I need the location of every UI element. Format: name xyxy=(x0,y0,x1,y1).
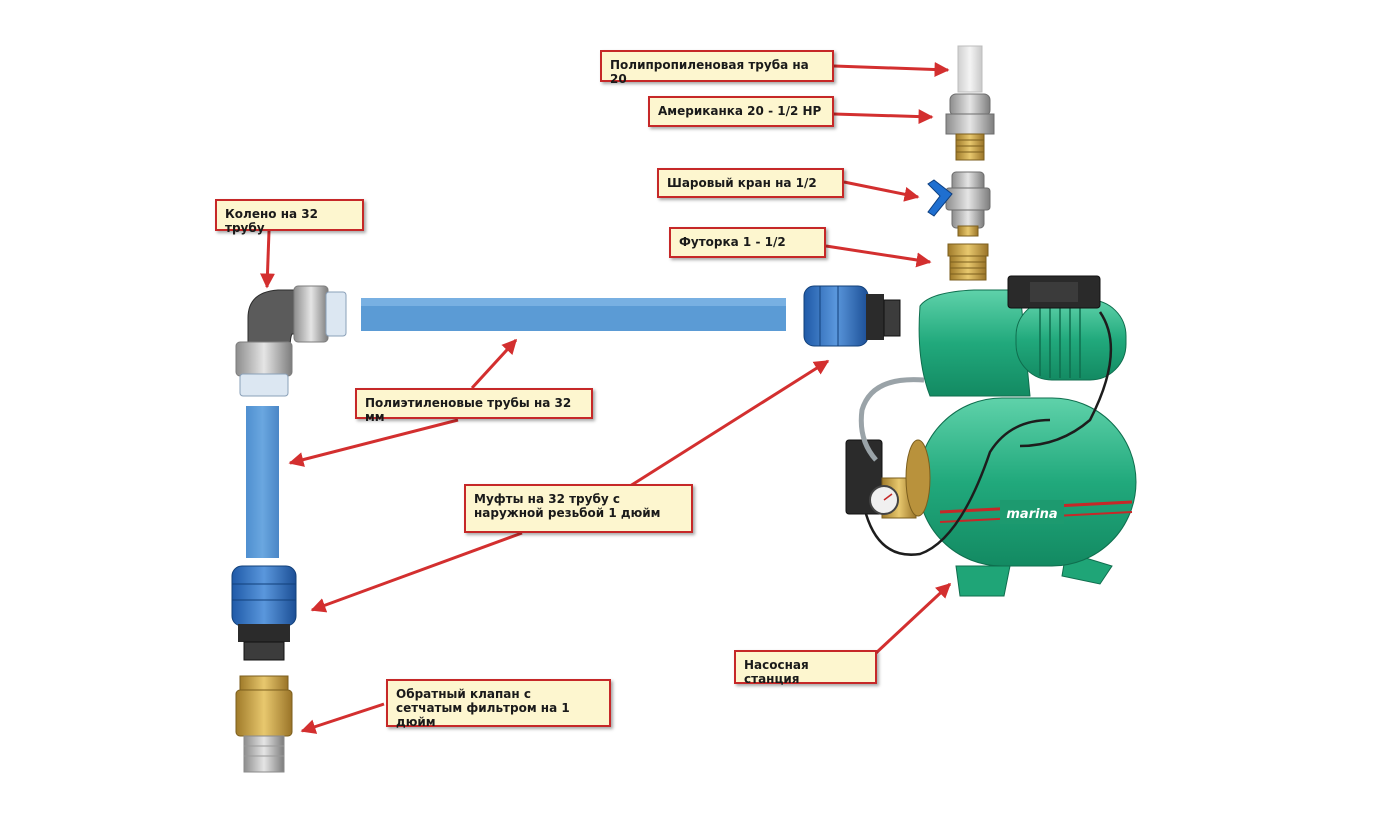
label-pump-station: Насосная станция xyxy=(734,650,877,686)
pump-station-illustration xyxy=(845,275,1137,597)
arrow-ball-valve xyxy=(843,180,920,202)
ppr-pipe-illustration xyxy=(957,45,983,93)
label-elbow: Колено на 32 трубу xyxy=(215,199,364,235)
pe-pipes-illustration xyxy=(246,298,786,558)
label-pe-pipes: Полиэтиленовые трубы на 32 мм xyxy=(355,388,593,424)
arrow-bushing xyxy=(825,244,932,268)
elbow-illustration xyxy=(235,285,347,397)
ball-valve-illustration xyxy=(927,171,991,237)
arrow-check-valve xyxy=(300,702,385,734)
arrow-pe-pipe-horizontal xyxy=(470,338,518,390)
arrow-ppr-pipe xyxy=(833,62,950,78)
union-fitting-illustration xyxy=(945,93,995,161)
label-ppr-pipe: Полипропиленовая труба на 20 xyxy=(600,50,834,86)
label-bushing: Футорка 1 - 1/2 xyxy=(669,227,826,258)
arrow-union xyxy=(833,109,934,125)
label-couplings: Муфты на 32 трубу с наружной резьбой 1 д… xyxy=(464,484,693,533)
arrow-pump-station xyxy=(874,582,952,655)
arrow-coupling-top xyxy=(629,359,830,488)
coupling-top-illustration xyxy=(803,285,901,347)
arrow-coupling-bottom xyxy=(310,531,523,613)
check-valve-illustration xyxy=(235,675,293,773)
bushing-illustration xyxy=(947,243,989,281)
label-union: Американка 20 - 1/2 НР xyxy=(648,96,834,127)
label-check-valve: Обратный клапан с сетчатым фильтром на 1… xyxy=(386,679,611,729)
arrow-elbow xyxy=(259,230,275,289)
pump-brand-label: marina xyxy=(1006,507,1057,522)
label-ball-valve: Шаровый кран на 1/2 xyxy=(657,168,844,198)
callout-arrows xyxy=(259,62,952,734)
arrow-pe-pipe-vertical xyxy=(288,418,459,467)
coupling-bottom-illustration xyxy=(231,565,297,661)
